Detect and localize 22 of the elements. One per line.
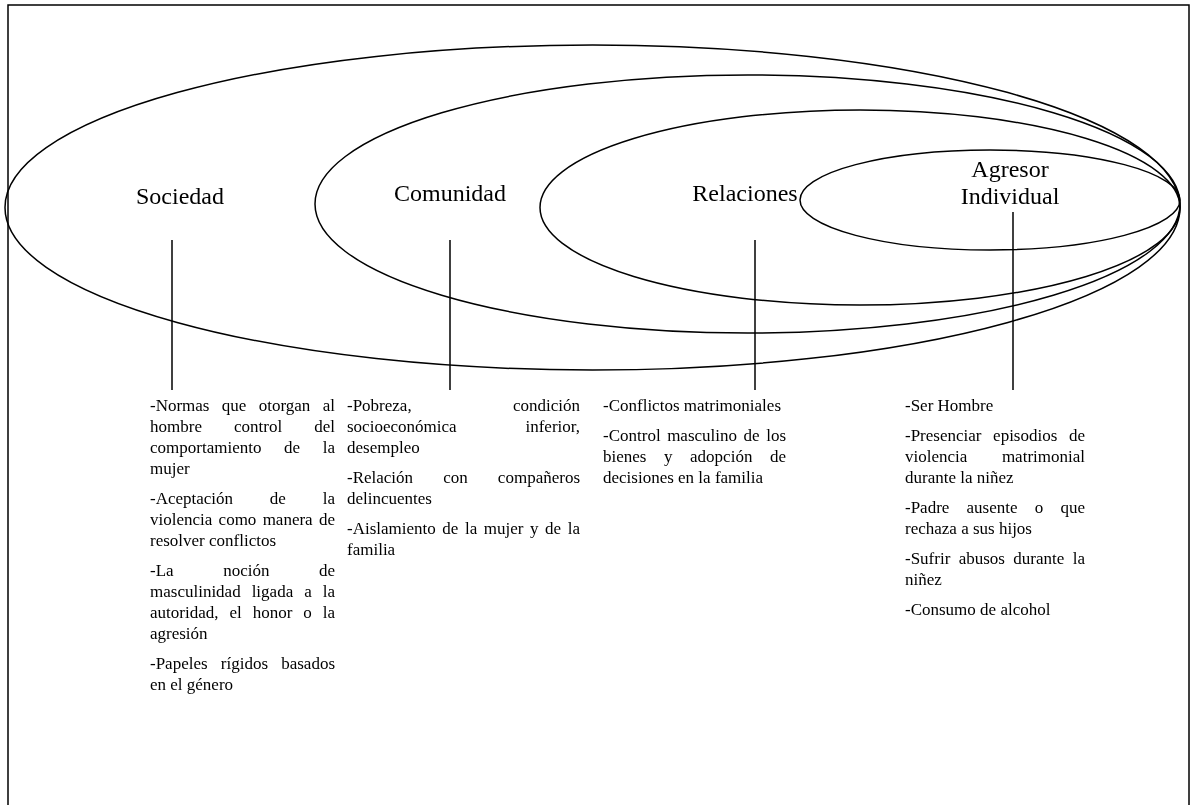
leader-line bbox=[171, 239, 173, 391]
factor-item: -Aceptación de la violencia como manera de resolver conflictos bbox=[150, 488, 335, 551]
factor-item: -Ser Hombre bbox=[905, 395, 995, 416]
factor-item: -Conflictos matrimoniales bbox=[603, 395, 782, 416]
factor-item: -Normas que otorgan al hombre control del comportamiento de la mujer bbox=[150, 395, 335, 479]
factor-item: -Padre ausente o que rechaza a sus hijos bbox=[905, 497, 1085, 539]
ring-label: Agresor Individual bbox=[959, 156, 1061, 210]
ring-label: Comunidad bbox=[393, 180, 507, 207]
factor-item: -Sufrir abusos durante la niñez bbox=[905, 548, 1085, 590]
ring-label: Relaciones bbox=[691, 180, 799, 207]
factor-item: -Control masculino de los bienes y adopción de decisiones en la familia bbox=[603, 425, 786, 488]
factor-item: -Pobreza, condición socioeconómica inferior, desempleo bbox=[347, 395, 580, 458]
factor-item: -La noción de masculinidad ligada a la autoridad, el honor o la agresión bbox=[150, 560, 335, 644]
factor-item: -Consumo de alcohol bbox=[905, 599, 1052, 620]
factor-item: -Relación con compañeros delincuentes bbox=[347, 467, 580, 509]
leader-line bbox=[754, 239, 756, 391]
ring-label: Sociedad bbox=[135, 183, 225, 210]
leader-line bbox=[1012, 211, 1014, 391]
factor-item: -Papeles rígidos basados en el género bbox=[150, 653, 335, 695]
factor-item: -Presenciar episodios de violencia matrimonial durante la niñez bbox=[905, 425, 1085, 488]
factor-item: -Aislamiento de la mujer y de la familia bbox=[347, 518, 580, 560]
leader-line bbox=[449, 239, 451, 391]
